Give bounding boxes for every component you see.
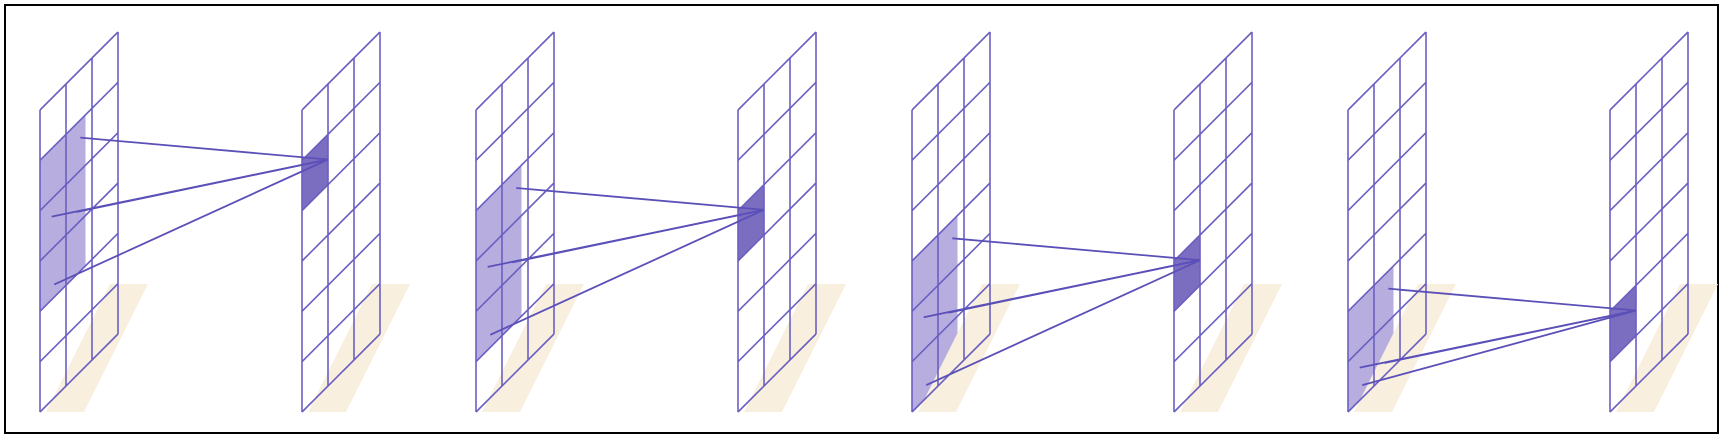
panel-step-1-input-grid-horizontal-line	[39, 333, 119, 413]
panel-step-4-input-grid-horizontal-line	[1347, 81, 1427, 161]
panel-step-2-input-grid-horizontal-line	[475, 132, 555, 212]
panel-step-3-output-grid-horizontal-line	[1173, 232, 1253, 312]
panel-step-2-output-grid-horizontal-line	[737, 283, 817, 363]
panel-step-4-input-grid-horizontal-line	[1347, 182, 1427, 262]
panel-step-3-output-grid-horizontal-line	[1173, 283, 1253, 363]
panel-step-4-input-grid-horizontal-line	[1347, 283, 1427, 363]
panel-step-2-output-grid-horizontal-line	[737, 232, 817, 312]
panel-step-1-connection-line	[80, 136, 329, 161]
panel-step-1-output-grid-horizontal-line	[301, 283, 381, 363]
panel-step-1-input-grid-horizontal-line	[39, 31, 119, 111]
panel-step-4-output-grid-horizontal-line	[1609, 232, 1689, 312]
panel-step-2-connection-line	[512, 208, 765, 264]
panel-step-3-connection-line	[952, 237, 1201, 262]
panel-step-3-output-grid-horizontal-line	[1173, 81, 1253, 161]
panel-step-4-output-grid-horizontal-line	[1609, 31, 1689, 111]
panel-step-1-connection-line	[76, 158, 329, 213]
panel-step-3-connection-line	[948, 259, 1201, 314]
panel-step-1-input-grid-horizontal-line	[39, 283, 119, 363]
panel-step-2-input-window	[476, 165, 522, 362]
panel-step-4-input-grid-horizontal-line	[1347, 232, 1427, 312]
panel-step-2-input-grid-horizontal-line	[475, 182, 555, 262]
panel-step-4-input-grid-horizontal-line	[1347, 132, 1427, 212]
panel-step-1-input-grid-horizontal-line	[39, 182, 119, 262]
panel-step-2-output-grid-horizontal-line	[737, 31, 817, 111]
panel-step-2-output-grid-horizontal-line	[737, 182, 817, 262]
panel-step-1-input-grid-horizontal-line	[39, 81, 119, 161]
panel-step-2-output-grid-horizontal-line	[737, 81, 817, 161]
panel-step-4-output-grid-horizontal-line	[1609, 182, 1689, 262]
panel-step-4-output-grid-horizontal-line	[1609, 283, 1689, 363]
panel-step-1-output-grid-horizontal-line	[301, 81, 381, 161]
panel-step-1-output-grid-horizontal-line	[301, 333, 381, 413]
panel-step-1-output-grid-horizontal-line	[301, 232, 381, 312]
panel-step-3-output-grid-horizontal-line	[1173, 31, 1253, 111]
panel-step-2-output-cell	[738, 184, 764, 261]
panel-step-3-output-grid-horizontal-line	[1173, 132, 1253, 212]
panel-step-4-connection-line	[1384, 309, 1637, 364]
panel-step-3-input-grid-horizontal-line	[911, 182, 991, 262]
figure-frame	[4, 4, 1719, 434]
panel-step-4-output-cell	[1610, 285, 1636, 362]
panel-step-2-connection-line	[489, 209, 765, 336]
panel-step-3-connection-line	[925, 259, 1201, 386]
panel-step-1-connection-line	[53, 158, 329, 286]
panel-step-3-output-cell	[1174, 235, 1200, 312]
panel-step-4-output-grid-horizontal-line	[1609, 333, 1689, 413]
panel-step-4-input-grid-horizontal-line	[1347, 31, 1427, 111]
panel-step-4-output-grid-horizontal-line	[1609, 81, 1689, 161]
panel-step-1-output-grid-horizontal-line	[301, 182, 381, 262]
panel-step-4-connection-line	[1362, 309, 1637, 386]
panel-step-1-output-cell	[302, 134, 328, 211]
panel-step-4-input-grid-horizontal-line	[1347, 333, 1427, 413]
panel-step-3-input-grid-horizontal-line	[911, 132, 991, 212]
panel-step-3-output-grid-floor-shadow	[1180, 284, 1282, 412]
panel-step-3-input-grid-horizontal-line	[911, 81, 991, 161]
panel-step-1-input-grid-horizontal-line	[39, 132, 119, 212]
panel-step-1-input-grid-floor-shadow	[46, 284, 148, 412]
panel-step-2-output-grid-horizontal-line	[737, 333, 817, 413]
panel-step-2-connection-line	[516, 187, 765, 211]
panel-step-2-input-grid-horizontal-line	[475, 81, 555, 161]
panel-step-3-input-grid-horizontal-line	[911, 283, 991, 363]
panel-step-2-output-grid-horizontal-line	[737, 132, 817, 212]
panel-step-3-input-grid-horizontal-line	[911, 31, 991, 111]
panel-step-1-input-window	[40, 114, 86, 312]
panel-step-2-input-grid-horizontal-line	[475, 31, 555, 111]
panel-step-4-output-grid-horizontal-line	[1609, 132, 1689, 212]
panel-step-2-input-grid-horizontal-line	[475, 232, 555, 312]
panel-step-1-output-grid-horizontal-line	[301, 132, 381, 212]
panel-step-1-output-grid-horizontal-line	[301, 31, 381, 111]
panel-step-3-output-grid-horizontal-line	[1173, 333, 1253, 413]
panel-step-4-connection-line	[1388, 287, 1637, 312]
panel-step-3-input-grid-horizontal-line	[911, 232, 991, 312]
panel-step-3-output-grid-horizontal-line	[1173, 182, 1253, 262]
panel-step-2-input-grid-horizontal-line	[475, 333, 555, 413]
panel-step-2-output-grid-floor-shadow	[744, 284, 846, 412]
panel-step-1-output-grid-floor-shadow	[308, 284, 410, 412]
